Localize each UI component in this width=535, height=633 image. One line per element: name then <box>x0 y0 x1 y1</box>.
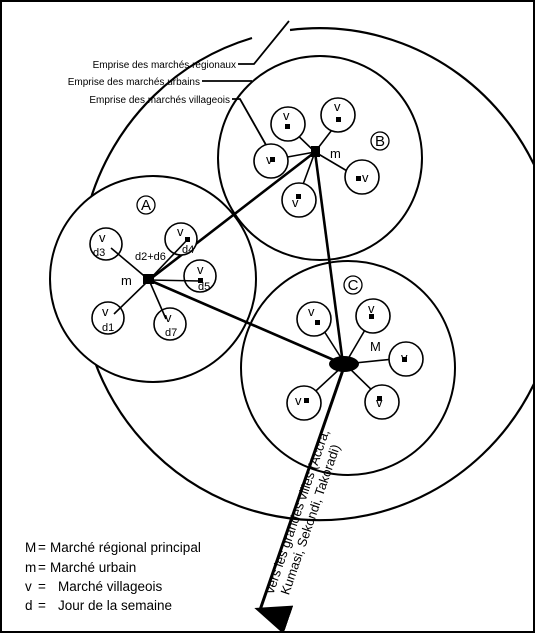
zone-label-a: A <box>141 197 151 214</box>
key-eq: = <box>38 540 46 555</box>
key-eq: = <box>38 598 46 613</box>
village-market-points <box>185 117 407 403</box>
day-label-d1: d1 <box>102 322 114 334</box>
village-label: v <box>308 304 315 319</box>
zone-labels <box>136 131 390 295</box>
legend-regional: Emprise des marchés régionaux <box>93 60 236 71</box>
village-label: v <box>102 304 109 319</box>
legend-leader-lines <box>202 20 290 153</box>
zone-b-villages <box>253 97 380 218</box>
legend-urban: Emprise des marchés urbains <box>68 77 200 88</box>
urban-market-a-node <box>143 274 154 284</box>
village-label: v <box>197 262 204 277</box>
key-text-day: Jour de la semaine <box>58 598 172 613</box>
village-label: v <box>376 395 383 410</box>
day-label-d3: d3 <box>93 247 105 259</box>
village-label: v <box>266 152 273 167</box>
regional-market-label: M <box>370 339 381 354</box>
village-label: v <box>165 310 172 325</box>
road-arrow <box>254 363 347 631</box>
zone-label-b: B <box>375 133 385 150</box>
key-eq: = <box>38 560 46 575</box>
day-label-d7: d7 <box>165 327 177 339</box>
key-eq: = <box>38 579 46 594</box>
zone-label-c: C <box>348 277 359 294</box>
zone-a-villages <box>89 222 217 341</box>
urban-market-b-node <box>311 146 320 157</box>
key-sym-day: d <box>25 598 33 613</box>
village-label: v <box>362 170 369 185</box>
day-label-d5: d5 <box>198 281 210 293</box>
market-links <box>148 150 345 366</box>
key-legend: M = Marché régional principal m = Marché… <box>25 540 201 613</box>
key-sym-urban: m <box>25 560 36 575</box>
village-label: v <box>292 195 299 210</box>
legend-village: Emprise des marchés villageois <box>89 95 230 106</box>
key-text-main: Marché régional principal <box>50 540 201 555</box>
day-label-d2d6: d2+d6 <box>135 251 166 263</box>
key-sym-village: v <box>25 579 32 594</box>
village-label: v <box>177 224 184 239</box>
key-text-urban: Marché urbain <box>50 560 136 575</box>
urban-market-b-label: m <box>330 146 341 161</box>
day-label-d4: d4 <box>182 244 194 256</box>
village-label: v <box>401 350 408 365</box>
key-text-village: Marché villageois <box>58 579 163 594</box>
village-label: v <box>368 301 375 316</box>
village-label: v <box>295 393 302 408</box>
regional-market-node <box>329 356 359 372</box>
village-label: v <box>99 230 106 245</box>
urban-market-a-label: m <box>121 273 132 288</box>
zone-b-boundary <box>217 55 423 261</box>
village-label: v <box>283 108 290 123</box>
village-label: v <box>334 99 341 114</box>
key-sym-main: M <box>25 540 36 555</box>
